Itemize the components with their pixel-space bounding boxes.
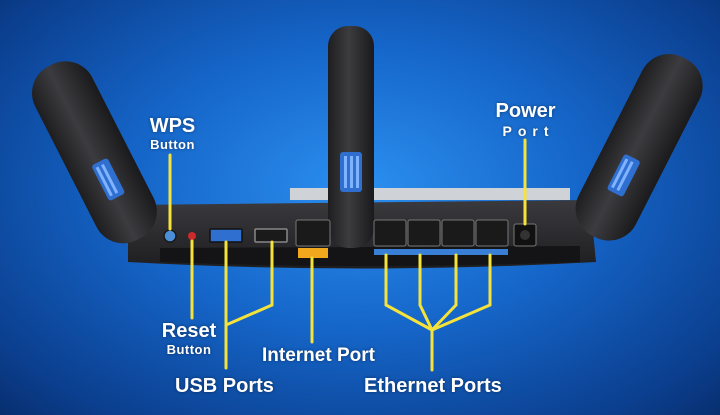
wps-label-title: WPS bbox=[149, 115, 196, 137]
usb-port-1 bbox=[209, 228, 243, 243]
right-antenna bbox=[575, 54, 703, 241]
reset-label-title: Reset bbox=[161, 320, 217, 342]
usb-ports-label: USB Ports bbox=[175, 375, 274, 397]
power-label: Power Port bbox=[488, 101, 563, 138]
power-label-title: Power bbox=[495, 100, 556, 122]
callout-lines bbox=[168, 138, 527, 372]
internet-port-tab bbox=[298, 248, 328, 258]
center-antenna bbox=[328, 26, 374, 248]
reset-label: Reset Button bbox=[158, 321, 220, 356]
ethernet-port-group bbox=[373, 219, 509, 255]
wps-button-shape bbox=[163, 229, 177, 243]
usb-port-2 bbox=[254, 228, 288, 243]
router-bottom-strip bbox=[160, 246, 580, 266]
internet-port-shape bbox=[295, 219, 331, 247]
ethernet-ports-label: Ethernet Ports bbox=[364, 375, 502, 397]
reset-label-sub: Button bbox=[166, 342, 212, 357]
reset-button-shape bbox=[188, 232, 196, 240]
left-antenna bbox=[32, 61, 157, 244]
wps-label: WPS Button bbox=[145, 116, 200, 151]
power-label-sub: Port bbox=[502, 123, 555, 139]
wps-label-sub: Button bbox=[150, 137, 195, 152]
internet-port-label: Internet Port bbox=[262, 345, 375, 366]
